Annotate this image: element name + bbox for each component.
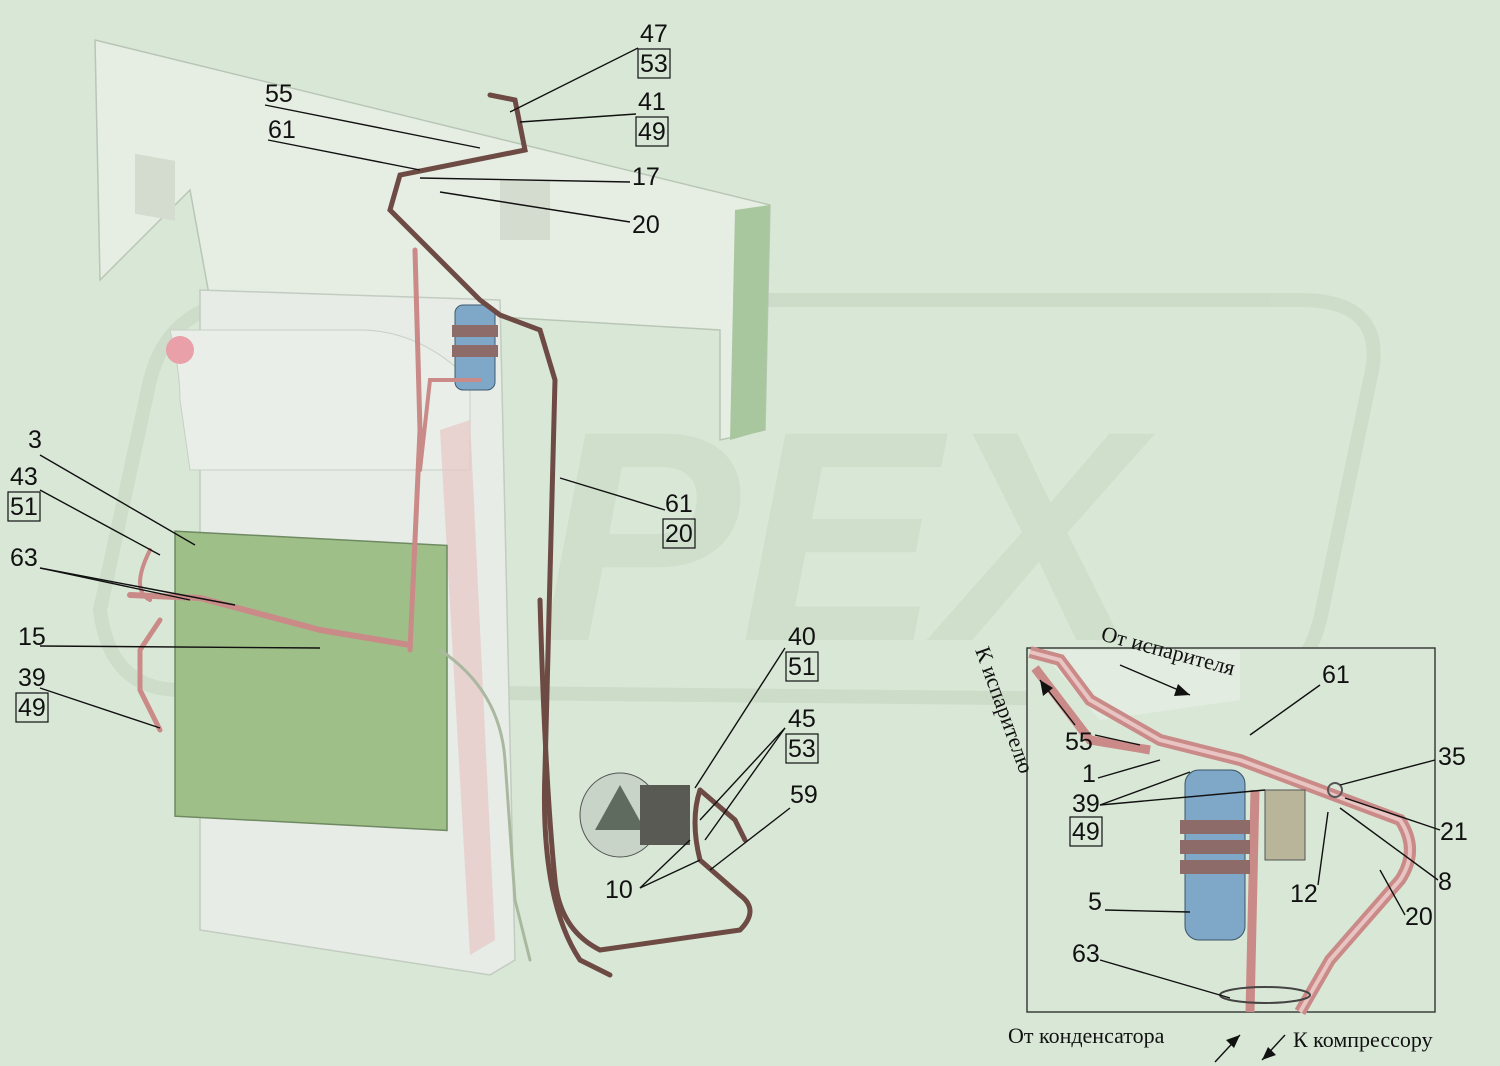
callout-3: 3: [28, 426, 42, 454]
inset-callout-1: 1: [1082, 760, 1096, 788]
callout-53: 53: [640, 50, 668, 78]
inset-callout-20: 20: [1405, 903, 1433, 931]
callout-49: 49: [638, 118, 666, 146]
callout-47: 47: [640, 20, 668, 48]
compressor-pulley-icon: [595, 785, 645, 830]
inset-callout-63: 63: [1072, 940, 1100, 968]
callout-55: 55: [265, 80, 293, 108]
receiver-drier: [452, 304, 498, 391]
inset-callout-39: 39: [1072, 790, 1100, 818]
radiator-cap-icon: [166, 336, 194, 364]
callout-61: 61: [268, 116, 296, 144]
leader-lines: [39, 47, 791, 889]
callout-45: 45: [788, 705, 816, 733]
inset-callout-12: 12: [1290, 880, 1318, 908]
callout-20: 20: [632, 211, 660, 239]
callout-43: 43: [10, 463, 38, 491]
inset-to-compressor-label: К компрессору: [1293, 1027, 1433, 1052]
inset-callout-21: 21: [1440, 818, 1468, 846]
callout-51: 51: [10, 493, 38, 521]
callout-10: 10: [605, 876, 633, 904]
inset-callout-8: 8: [1438, 868, 1452, 896]
callout-17: 17: [632, 163, 660, 191]
condenser-core: [174, 530, 448, 832]
callout-39: 39: [18, 664, 46, 692]
callout-51b: 51: [788, 653, 816, 681]
callout-63: 63: [10, 544, 38, 572]
callout-59: 59: [790, 781, 818, 809]
callout-61b: 61: [665, 490, 693, 518]
inset-from-condenser-label: От конденсатора: [1008, 1023, 1165, 1048]
inset-callout-61: 61: [1322, 661, 1350, 689]
callout-20b: 20: [665, 520, 693, 548]
callout-group: 47 53 55 41 49 61 17 20 3 43 51 63 15 39…: [7, 20, 819, 904]
inset-callout-49: 49: [1072, 818, 1100, 846]
inset-callout-5: 5: [1088, 888, 1102, 916]
inset-callout-35: 35: [1438, 743, 1466, 771]
callout-53b: 53: [788, 735, 816, 763]
callout-15: 15: [18, 623, 46, 651]
callout-49b: 49: [18, 694, 46, 722]
inset-callout-55: 55: [1065, 728, 1093, 756]
detail-inset: От испарителя К испарителю От конденсато…: [970, 621, 1468, 1063]
compressor: [579, 772, 690, 858]
inset-clamp-icon: [1327, 782, 1343, 798]
back-panel: [94, 39, 771, 441]
hoses: [127, 92, 753, 978]
callout-41: 41: [638, 88, 666, 116]
callout-40: 40: [788, 623, 816, 651]
